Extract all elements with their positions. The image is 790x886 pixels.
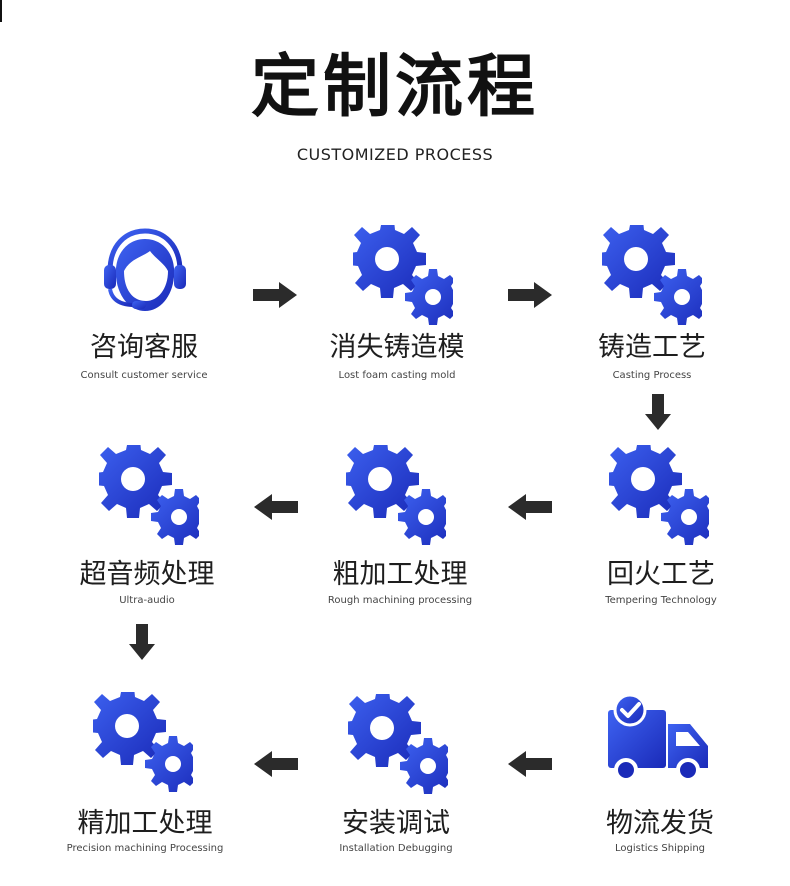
step-precision-machining: 精加工处理 Precision machining Processing bbox=[45, 692, 245, 857]
gears-icon bbox=[93, 692, 193, 792]
step-title: 咨询客服 bbox=[90, 332, 198, 363]
page-subtitle: CUSTOMIZED PROCESS bbox=[296, 145, 494, 164]
arrow-left-icon bbox=[508, 751, 552, 777]
gears-icon bbox=[353, 225, 453, 325]
gears-icon bbox=[602, 225, 702, 325]
edge-mark bbox=[0, 0, 2, 22]
step-subtitle: Casting Process bbox=[612, 370, 692, 381]
step-tempering: 回火工艺 Tempering Technology bbox=[561, 445, 761, 606]
arrow-down-icon bbox=[129, 624, 155, 660]
step-ultra-audio: 超音频处理 Ultra-audio bbox=[47, 445, 247, 606]
delivery-truck-icon bbox=[608, 694, 708, 782]
step-title: 铸造工艺 bbox=[598, 332, 706, 363]
step-title: 安装调试 bbox=[342, 808, 450, 839]
step-title: 精加工处理 bbox=[77, 808, 213, 839]
gears-icon bbox=[609, 445, 709, 545]
step-title: 粗加工处理 bbox=[332, 559, 468, 590]
arrow-left-icon bbox=[254, 494, 298, 520]
arrow-right-icon bbox=[253, 282, 297, 308]
step-subtitle: Rough machining processing bbox=[327, 595, 473, 606]
step-subtitle: Installation Debugging bbox=[339, 843, 453, 854]
step-subtitle: Lost foam casting mold bbox=[338, 370, 456, 381]
step-subtitle: Consult customer service bbox=[80, 370, 208, 381]
step-title: 消失铸造模 bbox=[329, 332, 465, 363]
customer-service-icon bbox=[104, 228, 186, 311]
step-installation: 安装调试 Installation Debugging bbox=[296, 692, 496, 857]
step-casting-process: 铸造工艺 Casting Process bbox=[552, 225, 752, 385]
step-subtitle: Precision machining Processing bbox=[66, 843, 224, 854]
arrow-down-icon bbox=[645, 394, 671, 430]
page-title: 定制流程 bbox=[250, 48, 539, 127]
arrow-left-icon bbox=[254, 751, 298, 777]
step-logistics: 物流发货 Logistics Shipping bbox=[560, 692, 760, 857]
arrow-right-icon bbox=[508, 282, 552, 308]
step-subtitle: Ultra-audio bbox=[119, 595, 175, 606]
arrow-left-icon bbox=[508, 494, 552, 520]
step-title: 回火工艺 bbox=[607, 559, 715, 590]
step-lost-foam-mold: 消失铸造模 Lost foam casting mold bbox=[297, 225, 497, 385]
step-rough-machining: 粗加工处理 Rough machining processing bbox=[300, 445, 500, 606]
step-title: 超音频处理 bbox=[79, 559, 215, 590]
step-subtitle: Logistics Shipping bbox=[614, 843, 706, 854]
step-consult: 咨询客服 Consult customer service bbox=[44, 225, 244, 385]
gears-icon bbox=[99, 445, 199, 545]
gears-icon bbox=[348, 694, 448, 794]
step-subtitle: Tempering Technology bbox=[605, 595, 717, 606]
step-title: 物流发货 bbox=[606, 808, 714, 839]
gears-icon bbox=[346, 445, 446, 545]
